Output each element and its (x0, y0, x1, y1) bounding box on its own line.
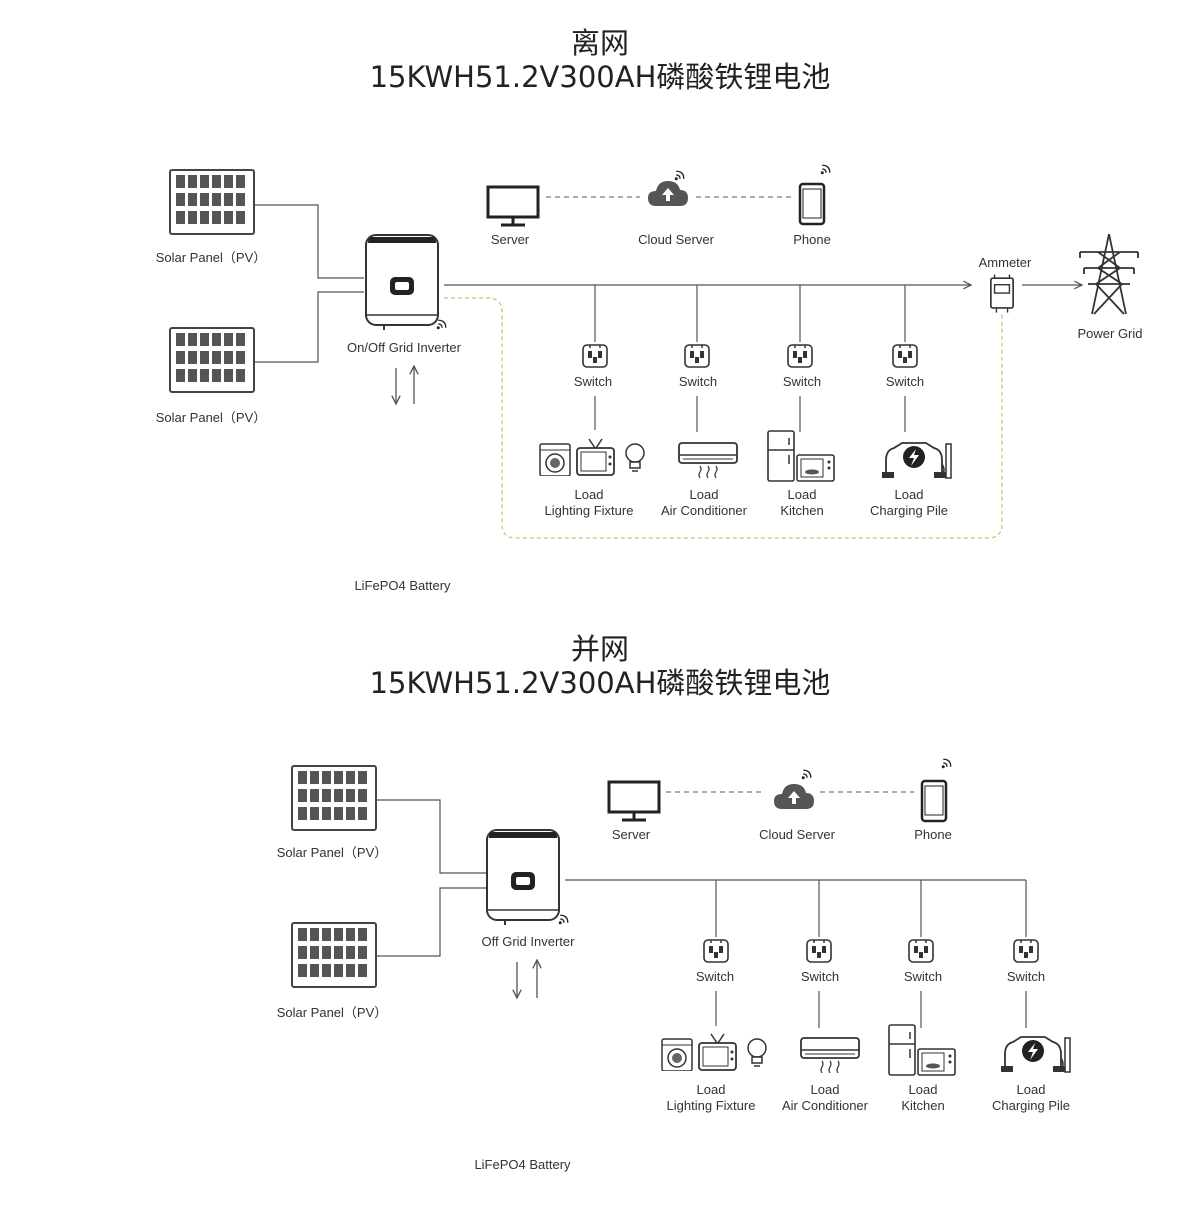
load-name: Kitchen (780, 503, 824, 518)
switch-label: Switch (903, 969, 943, 984)
phone-icon (798, 182, 826, 226)
inverter-label: Off Grid Inverter (481, 934, 575, 949)
load-label: Load (574, 487, 604, 502)
battery-dashed-loop (444, 297, 1003, 539)
ammeter-label: Ammeter (978, 255, 1032, 270)
pv-wiring (255, 204, 364, 363)
wifi-icon (558, 914, 569, 925)
switch-label: Switch (695, 969, 735, 984)
switch-label: Switch (1006, 969, 1046, 984)
ammeter-icon (989, 274, 1015, 314)
ongrid-diagram (291, 758, 1071, 1076)
load-label: Load (908, 1082, 938, 1097)
switch-label: Switch (573, 374, 613, 389)
solar-panel-icon (169, 169, 255, 235)
wifi-icon (820, 164, 831, 175)
lighting-load-icon (539, 438, 645, 476)
switch-label: Switch (885, 374, 925, 389)
solar-panel-label: Solar Panel（PV） (155, 410, 267, 425)
switch-label: Switch (782, 374, 822, 389)
solar-panel-icon (169, 327, 255, 393)
switch-label: Switch (800, 969, 840, 984)
server-label: Server (611, 827, 651, 842)
server-icon (607, 780, 661, 822)
load-name: Air Conditioner (661, 503, 747, 518)
server-label: Server (490, 232, 530, 247)
kitchen-icon (888, 1024, 956, 1076)
load-name: Air Conditioner (782, 1098, 868, 1113)
phone-label: Phone (793, 232, 831, 247)
phone-icon (920, 779, 948, 823)
solar-panel-icon (291, 765, 377, 831)
switch-label: Switch (678, 374, 718, 389)
solar-panel-label: Solar Panel（PV） (276, 845, 388, 860)
switch-icon (787, 344, 813, 368)
offgrid-subtitle: 15KWH51.2V300AH磷酸铁锂电池 (369, 60, 831, 94)
power-grid-label: Power Grid (1077, 326, 1143, 341)
load-label: Load (894, 487, 924, 502)
solar-panel-label: Solar Panel（PV） (276, 1005, 388, 1020)
lighting-load-icon (661, 1033, 767, 1071)
phone-label: Phone (914, 827, 952, 842)
cloud-icon (774, 784, 814, 809)
battery-label: LiFePO4 Battery (474, 1157, 571, 1172)
battery-flow-arrows (396, 366, 414, 404)
load-branch-lines (715, 880, 1027, 1028)
air-conditioner-icon (800, 1037, 860, 1073)
switch-icon (703, 939, 729, 963)
load-label: Load (689, 487, 719, 502)
load-name: Lighting Fixture (544, 503, 634, 518)
wifi-icon (941, 758, 952, 769)
solar-panel-icon (291, 922, 377, 988)
inverter-icon (486, 829, 560, 926)
wifi-icon (436, 319, 447, 330)
inverter-label: On/Off Grid Inverter (347, 340, 461, 355)
ongrid-subtitle: 15KWH51.2V300AH磷酸铁锂电池 (369, 666, 831, 700)
cloud-server-label: Cloud Server (759, 827, 835, 842)
load-label: Load (1016, 1082, 1046, 1097)
load-label: Load (810, 1082, 840, 1097)
cloud-icon (648, 181, 688, 206)
load-name: Charging Pile (991, 1098, 1071, 1113)
switch-icon (908, 939, 934, 963)
switch-icon (1013, 939, 1039, 963)
load-branch-lines (594, 285, 906, 432)
load-name: Kitchen (901, 1098, 945, 1113)
switch-icon (892, 344, 918, 368)
offgrid-title: 离网 (570, 26, 629, 60)
pv-wiring (377, 799, 486, 957)
load-label: Load (696, 1082, 726, 1097)
battery-flow-arrows (517, 960, 537, 998)
switch-icon (806, 939, 832, 963)
load-name: Charging Pile (869, 503, 949, 518)
charging-pile-icon (881, 442, 952, 479)
server-icon (486, 185, 540, 227)
wifi-icon (674, 170, 685, 181)
air-conditioner-icon (678, 442, 738, 478)
cloud-server-label: Cloud Server (638, 232, 714, 247)
kitchen-icon (767, 430, 835, 482)
load-label: Load (787, 487, 817, 502)
power-tower-icon (1079, 233, 1139, 315)
switch-icon (684, 344, 710, 368)
switch-icon (582, 344, 608, 368)
charging-pile-icon (1000, 1036, 1071, 1073)
inverter-icon (365, 234, 439, 331)
wifi-icon (801, 769, 812, 780)
load-name: Lighting Fixture (666, 1098, 756, 1113)
offgrid-diagram (169, 164, 1139, 539)
ongrid-title: 并网 (570, 632, 629, 666)
battery-label: LiFePO4 Battery (354, 578, 451, 593)
solar-panel-label: Solar Panel（PV） (155, 250, 267, 265)
